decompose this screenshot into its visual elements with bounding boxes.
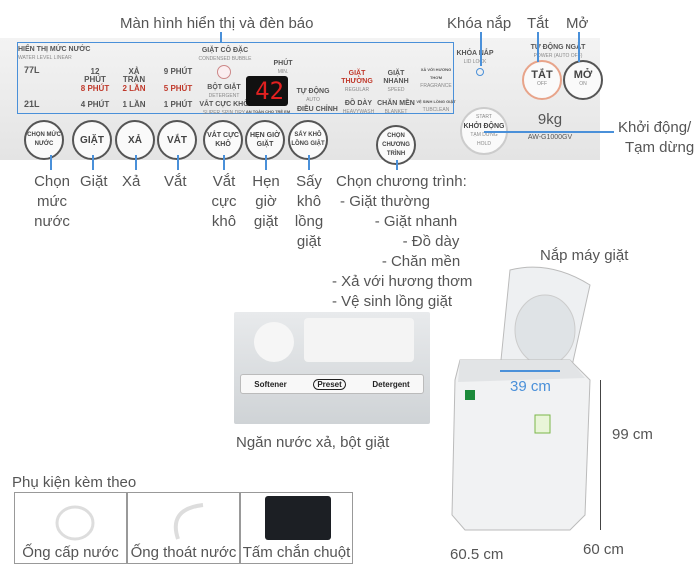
drawer-caption: Ngăn nước xả, bột giặt: [236, 434, 390, 451]
course-caption: Chọn chương trình: - Giặt thường - Giặt …: [332, 173, 473, 310]
course-button[interactable]: CHỌN CHƯƠNG TRÌNH: [376, 125, 416, 165]
capacity: 9kg: [537, 111, 563, 128]
accessories-title: Phụ kiện kèm theo: [12, 474, 137, 491]
rinse-button[interactable]: XẢ: [115, 120, 155, 160]
height-dimension: 99 cm: [612, 426, 653, 443]
rinse-time: 1 LẦN: [122, 100, 146, 109]
wash-time: 4 PHÚT: [80, 100, 110, 109]
preset-label: Preset: [313, 378, 346, 390]
start-caption: Khởi động/: [618, 119, 692, 136]
rat-guard-icon: [265, 496, 331, 540]
spin-caption: Vắt: [164, 173, 187, 190]
wash-button[interactable]: GIẶT: [72, 120, 112, 160]
preset-button[interactable]: HẸN GIỜ GIẶT: [245, 120, 285, 160]
spin-button[interactable]: VẮT: [157, 120, 197, 160]
rinse-time: 2 LẦN: [122, 84, 146, 93]
drain-hose-icon: [173, 503, 204, 540]
spin-time: 9 PHÚT: [163, 67, 193, 76]
level-high: 77L: [24, 65, 40, 75]
level-low: 21L: [24, 99, 40, 109]
display-label: Màn hình hiển thị và đèn báo: [120, 15, 314, 32]
lid-lock-icon: [476, 68, 484, 76]
detergent-drawer-image: Softener Preset Detergent: [234, 312, 430, 424]
energy-label-icon: [465, 390, 475, 400]
tub-dry-button[interactable]: SẤY KHÔ LỒNG GIẶT: [288, 120, 328, 160]
depth-dimension: 60 cm: [583, 541, 624, 558]
width-dimension: 60.5 cm: [450, 546, 504, 563]
rinse-caption: Xả: [122, 173, 141, 190]
display-frame: [17, 42, 454, 114]
condensed-indicator: [217, 65, 231, 79]
off-caption: Tắt: [527, 15, 549, 32]
detergent-label: Detergent: [372, 379, 410, 389]
model-number: AW-G1000GV: [527, 134, 573, 141]
accessory-drain-hose: Ống thoát nước: [127, 492, 240, 564]
accessory-inlet-hose: Ống cấp nước: [14, 492, 127, 564]
lid-lock-caption: Khóa nắp: [447, 15, 512, 32]
inlet-hose-icon: [55, 505, 95, 541]
rinse-time: XẢ TRÀN: [122, 67, 146, 84]
super-spin-button[interactable]: VẮT CỰC KHÔ: [203, 120, 243, 160]
washing-machine-image: [451, 266, 591, 531]
accessory-rat-guard: Tấm chắn chuột: [240, 492, 353, 564]
spin-time: 5 PHÚT: [163, 84, 193, 93]
digital-display: 42: [246, 76, 288, 106]
wash-caption: Giặt: [80, 173, 108, 190]
tub-depth-dimension: 39 cm: [510, 378, 551, 395]
softener-label: Softener: [254, 379, 287, 389]
manual-label: ĐIỀU CHỈNH: [297, 106, 338, 113]
hold-caption: Tạm dừng: [625, 139, 695, 156]
wash-time: 8 PHÚT: [80, 84, 110, 93]
on-caption: Mở: [566, 15, 589, 32]
water-level-button[interactable]: CHỌN MỨC NƯỚC: [24, 120, 64, 160]
lid-caption: Nắp máy giặt: [540, 247, 629, 264]
spin-time: 1 PHÚT: [163, 100, 193, 109]
child-proof-label: AN TOÀN CHO TRẺ EM: [245, 109, 291, 114]
wash-time: 12 PHÚT: [84, 67, 106, 84]
